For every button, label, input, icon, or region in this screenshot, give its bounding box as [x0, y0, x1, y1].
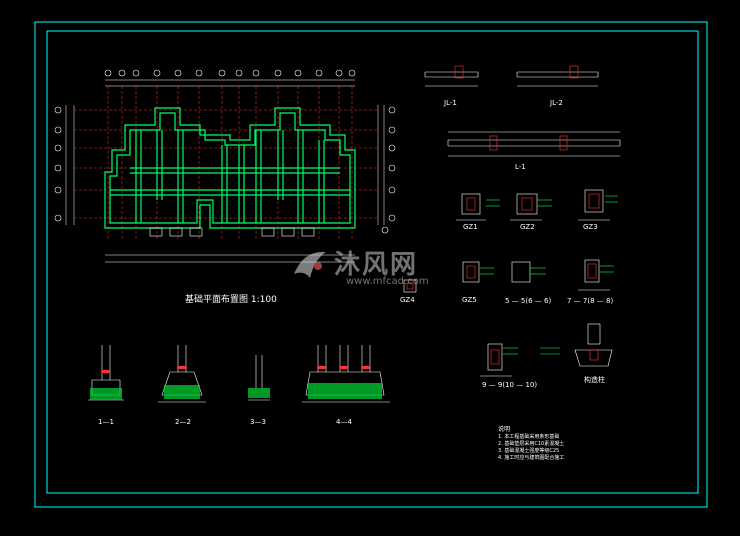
footing-sections: [88, 345, 390, 403]
column-label-8: 9 — 9(10 — 10): [482, 381, 538, 389]
section-label-4: 4—4: [336, 418, 352, 426]
beam-details: [424, 65, 621, 157]
outer-frame: [34, 21, 708, 508]
section-label-1: 1—1: [98, 418, 114, 426]
notes-line: 1. 本工程基础采用条形基础: [498, 434, 560, 440]
column-label-3: GZ3: [583, 223, 598, 231]
beam-label-l1: L-1: [515, 163, 526, 171]
column-label-2: GZ2: [520, 223, 535, 231]
inner-frame: [46, 30, 699, 494]
plan-title: 基础平面布置图 1:100: [185, 295, 277, 305]
notes-line: 3. 基础混凝土强度等级C25: [498, 448, 560, 454]
notes-title: 说明: [498, 426, 511, 433]
column-label-5: GZ5: [462, 296, 477, 304]
section-label-2: 2—2: [175, 418, 191, 426]
column-label-1: GZ1: [463, 223, 478, 231]
section-label-3: 3—3: [250, 418, 266, 426]
watermark-brand: 沐风网: [334, 250, 419, 280]
watermark: 沐风网 www.mfcad.com: [290, 238, 460, 294]
watermark-logo-icon: [294, 251, 326, 278]
column-sections: [403, 189, 613, 377]
notes-line: 2. 基础垫层采用C10素混凝土: [498, 441, 565, 447]
column-annotations: [480, 195, 618, 355]
beam-label-jl2: JL-2: [550, 99, 563, 107]
column-label-9: 构造柱: [584, 376, 605, 384]
beam-label-jl1: JL-1: [444, 99, 457, 107]
foundation-plan: [54, 69, 396, 263]
column-label-6: 5 — 5(6 — 6): [505, 297, 552, 305]
watermark-url: www.mfcad.com: [346, 276, 429, 287]
notes-line: 4. 施工时应与建筑图配合施工: [498, 455, 565, 461]
notes-block: 说明 1. 本工程基础采用条形基础 2. 基础垫层采用C10素混凝土 3. 基础…: [498, 424, 564, 461]
column-label-4: GZ4: [400, 296, 415, 304]
column-label-7: 7 — 7(8 — 8): [567, 297, 614, 305]
